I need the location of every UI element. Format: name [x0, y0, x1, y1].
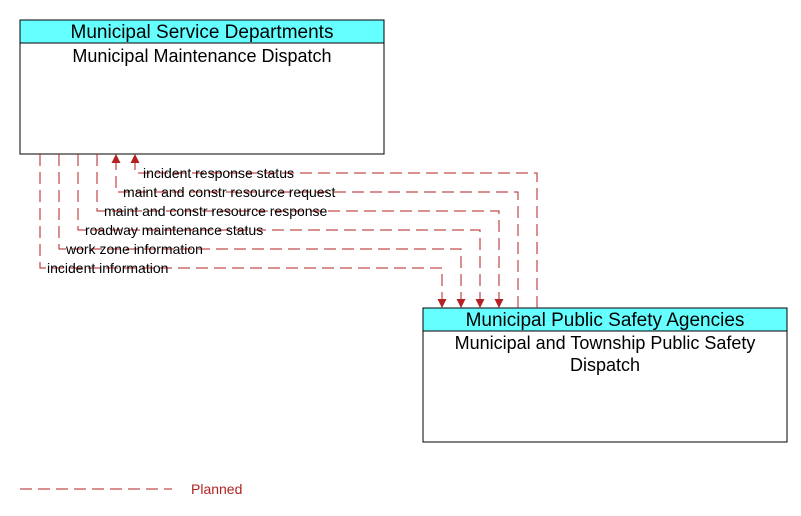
- flow-label-maint-and-constr-resource-request: maint and constr resource request: [123, 184, 336, 200]
- flow-label-maint-and-constr-resource-response: maint and constr resource response: [104, 203, 328, 219]
- flow-label-roadway-maintenance-status: roadway maintenance status: [85, 222, 263, 238]
- node-title-bottom-line-1: Municipal and Township Public Safety: [455, 333, 756, 353]
- flow-incident-response-status[interactable]: incident response status: [130, 154, 538, 308]
- node-municipal-maintenance-dispatch[interactable]: Municipal Service Departments Municipal …: [19, 19, 385, 155]
- node-title-bottom-line-2: Dispatch: [570, 355, 640, 375]
- flow-line-work-zone-information: [58, 154, 466, 308]
- node-header-text-bottom: Municipal Public Safety Agencies: [466, 310, 745, 331]
- flow-line-maint-and-constr-resource-response: [96, 154, 504, 308]
- flow-roadway-maintenance-status[interactable]: roadway maintenance status: [77, 154, 485, 308]
- flow-line-maint-and-constr-resource-request: [111, 154, 519, 308]
- node-header-text-top: Municipal Service Departments: [71, 22, 334, 43]
- flow-line-roadway-maintenance-status: [77, 154, 485, 308]
- flow-maint-and-constr-resource-request[interactable]: maint and constr resource request: [111, 154, 519, 308]
- flow-work-zone-information[interactable]: work zone information: [58, 154, 466, 308]
- node-header-top: [19, 19, 385, 44]
- legend-planned-label: Planned: [191, 481, 242, 497]
- legend: Planned: [20, 481, 242, 497]
- flow-line-incident-response-status: [130, 154, 538, 308]
- flow-label-work-zone-information: work zone information: [65, 241, 203, 257]
- flow-label-incident-response-status: incident response status: [143, 165, 294, 181]
- flow-incident-information[interactable]: incident information: [39, 154, 447, 308]
- node-title-top-line-1: Municipal Maintenance Dispatch: [72, 46, 331, 66]
- flow-line-incident-information: [39, 154, 447, 308]
- flow-label-incident-information: incident information: [47, 260, 168, 276]
- node-header-bottom: [422, 307, 788, 332]
- node-township-public-safety-dispatch[interactable]: Municipal Public Safety Agencies Municip…: [422, 307, 788, 443]
- flow-maint-and-constr-resource-response[interactable]: maint and constr resource response: [96, 154, 504, 308]
